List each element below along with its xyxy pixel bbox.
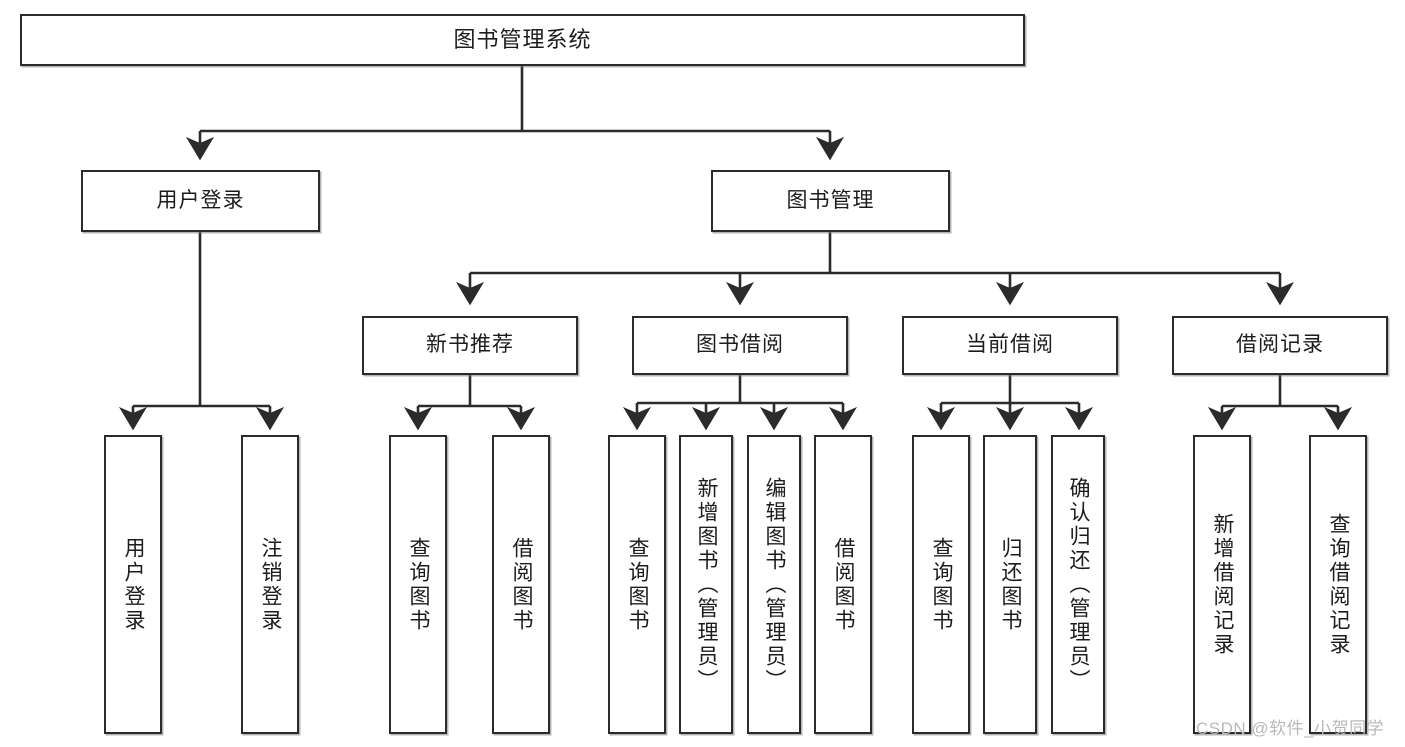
node-label: 新增图书（管理员） — [695, 476, 719, 693]
leaf-book-borrow-edit[interactable]: 编辑图书（管理员） — [747, 435, 801, 734]
node-label: 新书推荐 — [426, 333, 514, 357]
leaf-book-borrow-query[interactable]: 查询图书 — [608, 435, 666, 734]
node-label: 借阅图书 — [510, 536, 534, 633]
node-label: 用户登录 — [122, 536, 146, 633]
node-label: 当前借阅 — [966, 333, 1054, 357]
leaf-book-borrow-borrow[interactable]: 借阅图书 — [814, 435, 872, 734]
node-user-login[interactable]: 用户登录 — [81, 170, 320, 232]
node-label: 借阅图书 — [832, 536, 856, 633]
node-label: 用户登录 — [156, 188, 245, 212]
node-label: 查询图书 — [407, 536, 431, 633]
leaf-borrow-record-query[interactable]: 查询借阅记录 — [1309, 435, 1367, 734]
leaf-current-borrow-confirm-return[interactable]: 确认归还（管理员） — [1051, 435, 1105, 734]
node-label: 注销登录 — [259, 536, 283, 633]
node-label: 图书借阅 — [696, 333, 784, 357]
node-borrow-record[interactable]: 借阅记录 — [1172, 316, 1388, 375]
leaf-borrow-record-add[interactable]: 新增借阅记录 — [1193, 435, 1251, 734]
leaf-user-login-logout[interactable]: 注销登录 — [241, 435, 299, 734]
node-label: 编辑图书（管理员） — [763, 476, 787, 693]
node-label: 查询图书 — [626, 536, 650, 633]
node-label: 图书管理系统 — [453, 27, 592, 53]
node-label: 查询图书 — [930, 536, 954, 633]
leaf-current-borrow-query[interactable]: 查询图书 — [912, 435, 970, 734]
leaf-new-book-borrow[interactable]: 借阅图书 — [492, 435, 550, 734]
watermark-text: CSDN @软件_小贺同学 — [1196, 719, 1385, 738]
node-label: 查询借阅记录 — [1327, 512, 1351, 657]
node-book-borrow[interactable]: 图书借阅 — [632, 316, 848, 375]
node-label: 新增借阅记录 — [1211, 512, 1235, 657]
node-root[interactable]: 图书管理系统 — [20, 14, 1025, 66]
leaf-user-login-login[interactable]: 用户登录 — [104, 435, 162, 734]
node-current-borrow[interactable]: 当前借阅 — [902, 316, 1118, 375]
leaf-current-borrow-return[interactable]: 归还图书 — [983, 435, 1037, 734]
node-new-book-recommend[interactable]: 新书推荐 — [362, 316, 578, 375]
node-label: 借阅记录 — [1236, 333, 1324, 357]
node-book-management[interactable]: 图书管理 — [711, 170, 950, 232]
node-label: 归还图书 — [999, 536, 1023, 633]
node-label: 图书管理 — [786, 188, 875, 212]
node-label: 确认归还（管理员） — [1067, 476, 1091, 693]
leaf-new-book-query[interactable]: 查询图书 — [389, 435, 447, 734]
leaf-book-borrow-add[interactable]: 新增图书（管理员） — [679, 435, 733, 734]
